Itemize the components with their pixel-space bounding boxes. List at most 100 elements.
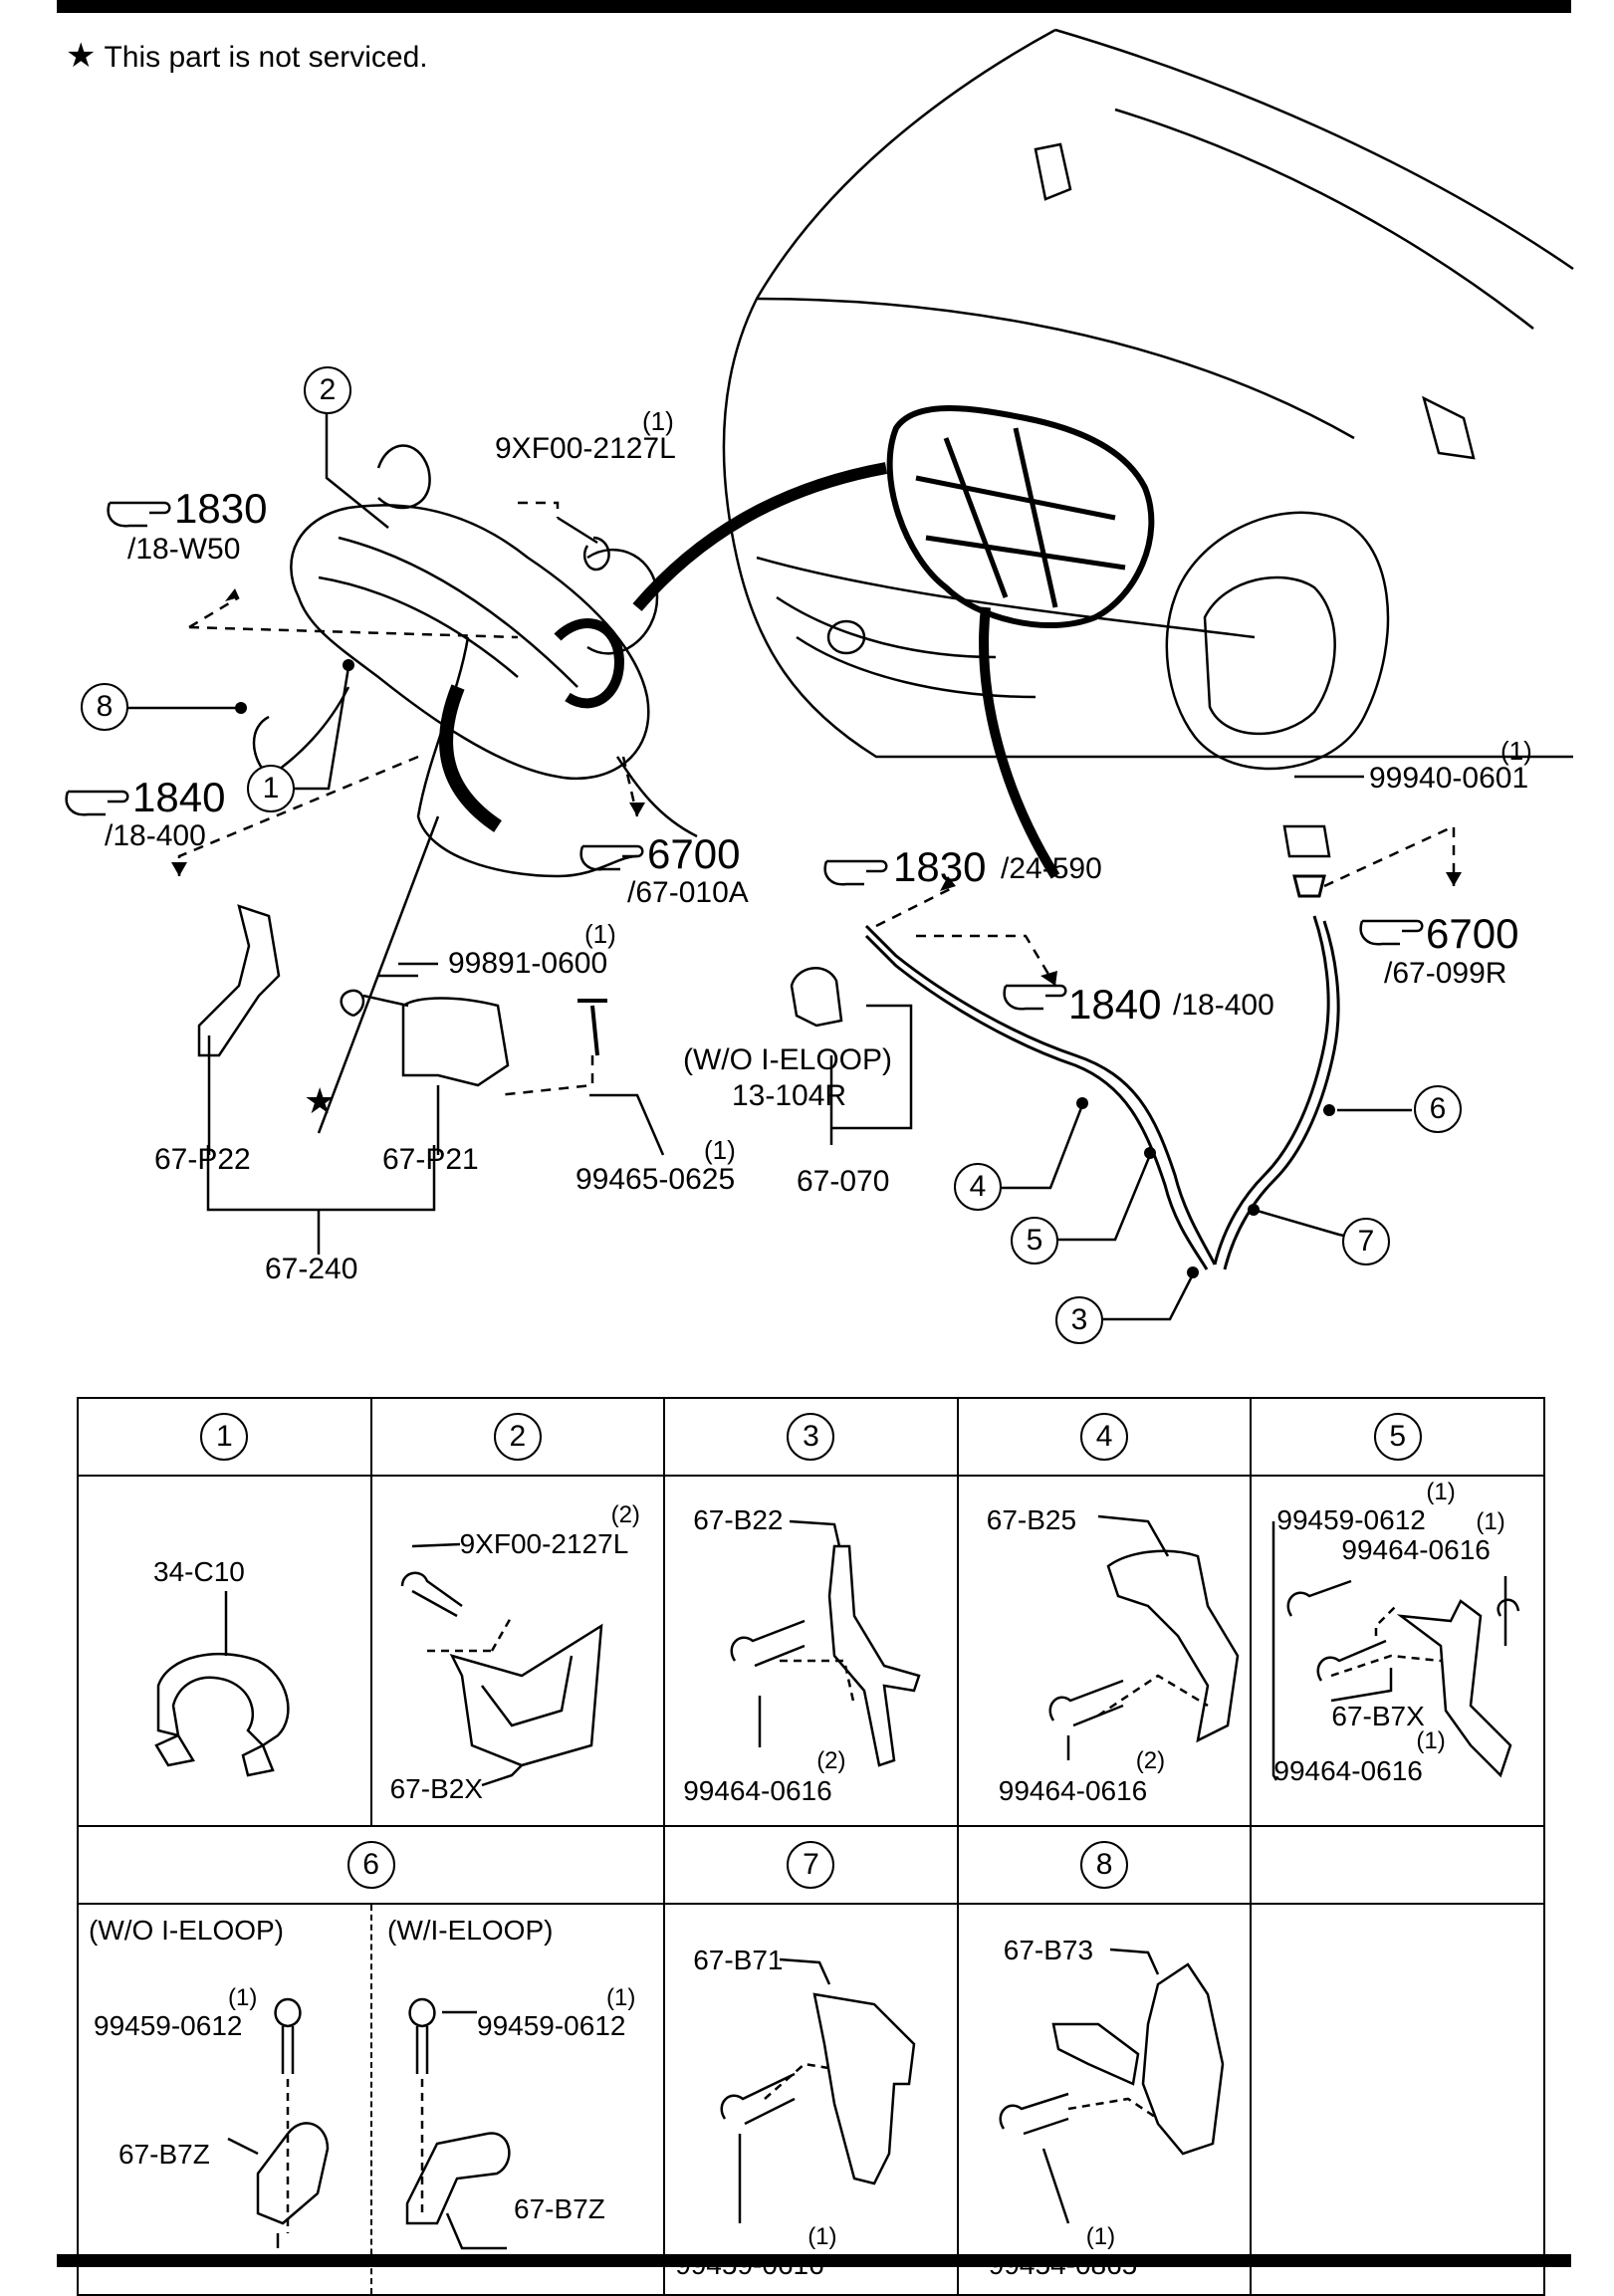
pointing-hand-icon xyxy=(1003,984,1067,1011)
pointing-hand-icon xyxy=(823,859,888,886)
callout-5: 5 xyxy=(1011,1217,1058,1264)
qty-99465: (1) xyxy=(704,1135,736,1165)
star-icon: ★ xyxy=(66,37,97,75)
callout-2: 2 xyxy=(304,366,351,414)
ref-1840-b: 1840 xyxy=(1068,981,1162,1028)
part-67-240: 67-240 xyxy=(265,1253,358,1285)
part-67-p21: 67-P21 xyxy=(382,1143,479,1176)
legend-header-3: 3 xyxy=(787,1413,835,1461)
legend-header-6: 6 xyxy=(346,1841,395,1889)
pointing-hand-icon xyxy=(107,501,171,528)
qty-c6-b2: (1) xyxy=(606,1984,636,2011)
not-serviced-star: ★ xyxy=(304,1080,337,1121)
part-67-p22: 67-P22 xyxy=(154,1143,251,1176)
ref-1830-a: 1830 xyxy=(174,485,268,532)
main-illustration xyxy=(65,28,1574,1321)
legend-header-5: 5 xyxy=(1373,1413,1422,1461)
qty-99940: (1) xyxy=(1500,736,1532,766)
service-note: ★This part is not serviced. xyxy=(66,37,428,75)
legend-header-8: 8 xyxy=(1080,1841,1129,1889)
note-c6-w-ieloop: (W/I-ELOOP) xyxy=(387,1915,554,1946)
part-c5-99459-0612: 99459-0612 xyxy=(1276,1504,1426,1535)
part-67-b7x: 67-B7X xyxy=(1331,1701,1425,1731)
legend-cell-2: (2) 9XF00-2127L 67-B2X xyxy=(369,1475,666,1827)
divider-ieloop xyxy=(370,1905,372,2294)
ref-6700-b-sub: /67-099R xyxy=(1384,957,1507,990)
part-67-b25: 67-B25 xyxy=(986,1504,1077,1535)
legend-header-1: 1 xyxy=(200,1413,249,1461)
ref-1830-a-sub: /18-W50 xyxy=(127,533,241,566)
part-c5-99464-0616-a: 99464-0616 xyxy=(1341,1534,1491,1565)
pointing-hand-icon xyxy=(65,790,129,816)
legend-cell-8: 67-B73 (1) 99454-0865 xyxy=(956,1903,1253,2296)
part-99940-0601: 99940-0601 xyxy=(1369,762,1529,795)
bracket-b7z-illustration xyxy=(227,1997,511,2250)
top-border xyxy=(57,0,1571,13)
part-67-b2x: 67-B2X xyxy=(389,1773,483,1804)
qty-99891: (1) xyxy=(584,919,616,949)
ref-1830-b: 1830 xyxy=(893,843,987,890)
bracket-b22-illustration xyxy=(730,1519,921,1767)
parts-legend-table: 1 2 3 4 5 34-C10 (2) 9XF00-2127L 67-B2X xyxy=(76,1397,1545,2296)
ref-6700-a-sub: /67-010A xyxy=(627,876,749,909)
ref-1840-a: 1840 xyxy=(132,774,226,820)
qty-c8-bolt: (1) xyxy=(1085,2223,1116,2250)
part-67-b71: 67-B71 xyxy=(693,1945,784,1975)
part-c6-99459-0612-a: 99459-0612 xyxy=(94,2010,243,2041)
qty-c7-bolt: (1) xyxy=(807,2223,837,2250)
bracket-b2x-illustration xyxy=(400,1542,603,1787)
part-67-b22: 67-B22 xyxy=(693,1504,784,1535)
qty-c4-bolt: (2) xyxy=(1135,1747,1166,1774)
legend-header-7: 7 xyxy=(787,1841,835,1889)
callout-6: 6 xyxy=(1414,1085,1462,1133)
part-13-104r: 13-104R xyxy=(732,1079,847,1112)
part-c6-99459-0612-b: 99459-0612 xyxy=(477,2010,626,2041)
part-99465-0625: 99465-0625 xyxy=(576,1163,736,1196)
qty-9xf00: (1) xyxy=(642,406,674,436)
legend-empty-cell xyxy=(1250,1903,1545,2296)
note-c6-wo-ieloop: (W/O I-ELOOP) xyxy=(89,1915,284,1946)
pointing-hand-icon xyxy=(579,844,644,871)
part-c6-67-b7z-a: 67-B7Z xyxy=(118,2139,210,2170)
bracket-b25-illustration xyxy=(1048,1514,1240,1760)
legend-cell-7: 67-B71 (1) 99459-0616 xyxy=(663,1903,959,2296)
legend-cell-6: (W/O I-ELOOP) (W/I-ELOOP) (1) 99459-0612… xyxy=(76,1903,666,2296)
part-99891-0600: 99891-0600 xyxy=(448,947,608,980)
legend-header-2: 2 xyxy=(493,1413,542,1461)
part-c6-67-b7z-b: 67-B7Z xyxy=(514,2193,605,2224)
callout-8: 8 xyxy=(81,683,128,731)
ref-6700-b: 6700 xyxy=(1426,910,1519,957)
callout-7: 7 xyxy=(1342,1218,1390,1265)
legend-empty-header xyxy=(1250,1825,1545,1905)
legend-cell-3: 67-B22 (2) 99464-0616 xyxy=(663,1475,959,1827)
callout-3: 3 xyxy=(1055,1296,1103,1344)
legend-cell-4: 67-B25 (2) 99464-0616 xyxy=(956,1475,1253,1827)
part-c3-99464-0616: 99464-0616 xyxy=(683,1775,832,1806)
part-9xf00-2127l: 9XF00-2127L xyxy=(495,432,676,465)
qty-c5-b3: (1) xyxy=(1416,1727,1446,1754)
legend-cell-5: (1) 99459-0612 (1) 99464-0616 67-B7X (1)… xyxy=(1250,1475,1545,1827)
bracket-b73-illustration xyxy=(999,1948,1225,2224)
qty-c3-bolt: (2) xyxy=(816,1747,846,1774)
part-c4-99464-0616: 99464-0616 xyxy=(998,1775,1148,1806)
bracket-b71-illustration xyxy=(720,1957,916,2223)
part-c2-9xf00-2127l: 9XF00-2127L xyxy=(459,1528,629,1559)
note-wo-ieloop: (W/O I-ELOOP) xyxy=(683,1043,892,1076)
qty-c5-b2: (1) xyxy=(1476,1508,1505,1535)
legend-header-4: 4 xyxy=(1080,1413,1129,1461)
ref-1830-b-sub: /24-590 xyxy=(1001,852,1102,885)
qty-c6-b1: (1) xyxy=(228,1984,258,2011)
ref-6700-a: 6700 xyxy=(647,830,741,877)
bracket-b7x-illustration xyxy=(1272,1521,1520,1781)
qty-c2-bolt: (2) xyxy=(610,1501,640,1528)
part-67-b73: 67-B73 xyxy=(1003,1935,1094,1965)
pointing-hand-icon xyxy=(1359,919,1424,946)
qty-c5-b1: (1) xyxy=(1426,1479,1456,1505)
part-34-c10: 34-C10 xyxy=(153,1556,245,1587)
legend-cell-1: 34-C10 xyxy=(77,1475,372,1827)
ref-1840-b-sub: /18-400 xyxy=(1173,989,1274,1022)
callout-4: 4 xyxy=(954,1163,1002,1211)
part-c5-99464-0616-b: 99464-0616 xyxy=(1273,1755,1423,1786)
part-67-070: 67-070 xyxy=(797,1165,890,1198)
clip-illustration xyxy=(154,1591,290,1777)
